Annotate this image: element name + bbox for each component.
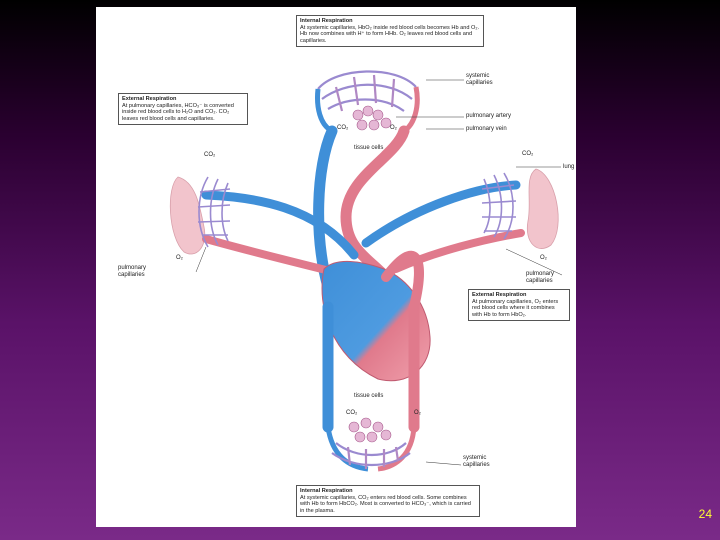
gas-o2-right: O₂ — [540, 255, 547, 261]
internal-respiration-bottom-box: Internal Respiration At systemic capilla… — [296, 485, 480, 518]
label-systemic-capillaries-top: systemic capillaries — [466, 73, 493, 86]
gas-co2-left: CO₂ — [204, 152, 216, 158]
aortic-arch — [381, 250, 424, 312]
label-pulmonary-capillaries-right: pulmonary capillaries — [526, 271, 555, 284]
top-systemic-capillaries — [315, 70, 420, 134]
bottom-systemic-capillaries — [325, 426, 417, 472]
box-body: At pulmonary capillaries, O₂ enters red … — [472, 298, 559, 318]
box-title: Internal Respiration — [300, 18, 353, 24]
external-respiration-right-box: External Respiration At pulmonary capill… — [468, 289, 570, 322]
box-body: At systemic capillaries, CO₂ enters red … — [300, 494, 471, 514]
label-pulmonary-vein: pulmonary vein — [466, 126, 507, 132]
label-pulmonary-capillaries-left: pulmonary capillaries — [118, 265, 147, 278]
label-lung: lung — [563, 164, 575, 170]
heart — [321, 260, 431, 382]
box-body: At systemic capillaries, HbO₂ inside red… — [300, 24, 480, 44]
circulation-diagram — [169, 70, 563, 472]
box-title: Internal Respiration — [300, 488, 353, 494]
slide-page-number: 24 — [698, 507, 712, 521]
right-pulmonary-capillaries — [481, 172, 517, 240]
bottom-tissue-cells — [348, 417, 392, 443]
label-tissue-cells-top: tissue cells — [354, 145, 384, 151]
right-lung — [526, 168, 559, 249]
gas-co2-bottom: CO₂ — [346, 410, 358, 416]
top-tissue-cells — [352, 105, 392, 131]
box-title: External Respiration — [122, 96, 177, 102]
box-body: At pulmonary capillaries, HCO₃⁻ is conve… — [122, 102, 234, 122]
label-pulmonary-artery: pulmonary artery — [466, 113, 512, 119]
gas-co2-top: CO₂ — [337, 125, 349, 131]
gas-o2-top: O₂ — [390, 125, 397, 131]
box-title: External Respiration — [472, 292, 527, 298]
left-pulmonary-capillaries — [197, 176, 231, 248]
gas-co2-right: CO₂ — [522, 151, 534, 157]
external-respiration-left-box: External Respiration At pulmonary capill… — [118, 93, 248, 126]
internal-respiration-top-box: Internal Respiration At systemic capilla… — [296, 15, 484, 48]
leader-lines — [195, 79, 563, 466]
left-lung — [169, 176, 206, 255]
label-tissue-cells-bottom: tissue cells — [354, 393, 384, 399]
aorta-upper — [340, 125, 410, 283]
gas-o2-left: O₂ — [176, 255, 183, 261]
label-systemic-capillaries-bottom: systemic capillaries — [463, 455, 490, 468]
superior-vein — [313, 125, 338, 293]
figure-panel: Internal Respiration At systemic capilla… — [96, 7, 576, 527]
gas-o2-bottom: O₂ — [414, 410, 421, 416]
